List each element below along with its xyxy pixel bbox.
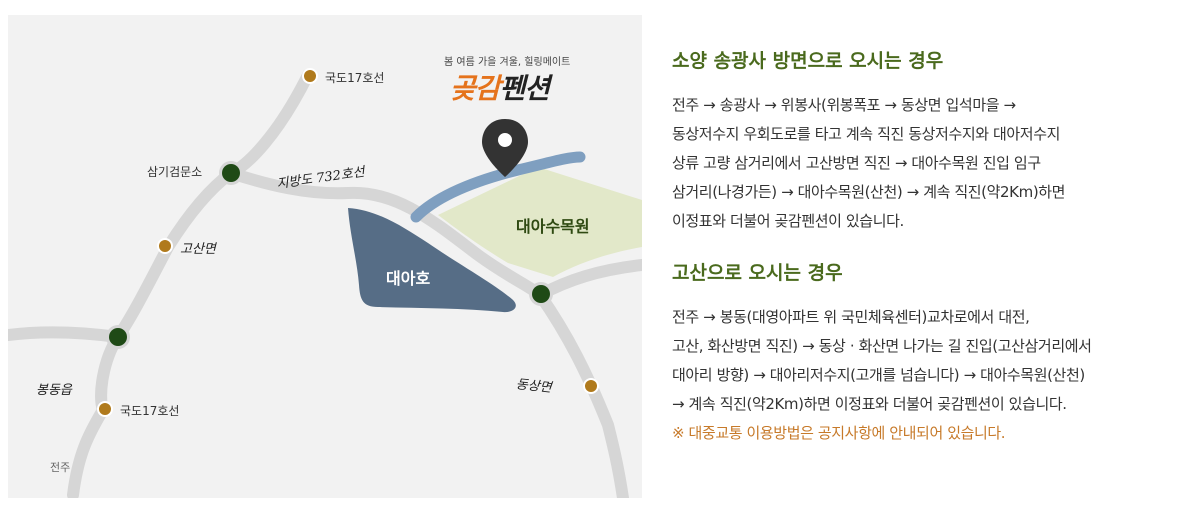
marker-gosan: [157, 238, 173, 254]
label-bongdong: 봉동읍: [36, 383, 72, 398]
section2-line: → 계속 직진(약2Km)하면 이정표와 더불어 곶감펜션이 있습니다.: [672, 395, 1067, 413]
road-westbranch: [8, 326, 124, 343]
road-route17: [67, 69, 314, 498]
brand-name-part2: 펜션: [499, 72, 551, 105]
section1-line: 전주 → 송광사 → 위봉사(위봉폭포 → 동상면 입석마을 →: [672, 96, 1016, 114]
section2-title: 고산으로 오시는 경우: [672, 262, 843, 284]
label-route17-bottom: 국도17호선: [120, 404, 180, 418]
label-jeonju: 전주: [50, 461, 71, 474]
section1-line: 동상저수지 우회도로를 타고 계속 직진 동상저수지와 대아저수지: [672, 125, 1061, 143]
marker-route17-top: [302, 68, 318, 84]
brand-name-part1: 곶감: [450, 72, 501, 105]
section2-line: 대아리 방향) → 대아리저수지(고개를 넘습니다) → 대아수목원(산천): [672, 366, 1085, 384]
arboretum-area: [438, 167, 642, 277]
pension-location-pin: [482, 119, 528, 177]
label-arboretum: 대아수목원: [516, 217, 590, 236]
marker-route17-bottom: [97, 401, 113, 417]
label-daeaho: 대아호: [386, 269, 431, 288]
location-map: 봄 여름 가을 겨울, 힐링메이트 곶감펜션 국도17호선 삼기검문소 지방도 …: [8, 15, 642, 498]
junction-east: [529, 282, 553, 306]
directions-panel: 소양 송광사 방면으로 오시는 경우 전주 → 송광사 → 위봉사(위봉폭포 →…: [672, 46, 1192, 448]
section1-line: 상류 고량 삼거리에서 고산방면 직진 → 대아수목원 진입 임구: [672, 154, 1041, 172]
junction-west: [106, 325, 130, 349]
map-graphic: [8, 68, 642, 498]
junction-samgi: [219, 161, 243, 185]
public-transport-notice: ※ 대중교통 이용방법은 공지사항에 안내되어 있습니다.: [672, 424, 1006, 442]
brand-tagline: 봄 여름 가을 겨울, 힐링메이트: [444, 57, 571, 68]
label-samgi-junction: 삼기검문소: [147, 165, 203, 179]
brand-logo: 곶감펜션: [450, 67, 551, 107]
lake-daeaho: [348, 208, 516, 313]
section1-title: 소양 송광사 방면으로 오시는 경우: [672, 50, 944, 72]
section1-body: 전주 → 송광사 → 위봉사(위봉폭포 → 동상면 입석마을 → 동상저수지 우…: [672, 91, 1192, 236]
marker-dongsang: [583, 378, 599, 394]
river: [410, 151, 586, 223]
label-dongsang: 동상면: [515, 377, 553, 396]
label-route17-top: 국도17호선: [325, 71, 385, 85]
section1-line: 삼거리(나경가든) → 대아수목원(산천) → 계속 직진(약2Km)하면: [672, 183, 1066, 201]
section1-line: 이정표와 더불어 곶감펜션이 있습니다.: [672, 212, 904, 230]
section2-line: 전주 → 봉동(대영아파트 위 국민체육센터)교차로에서 대전,: [672, 308, 1030, 326]
section2-body: 전주 → 봉동(대영아파트 위 국민체육센터)교차로에서 대전, 고산, 화산방…: [672, 303, 1192, 448]
road-local-732: [225, 167, 629, 498]
section2-line: 고산, 화산방면 직진) → 동상 · 화산면 나가는 길 진입(고산삼거리에서: [672, 337, 1092, 355]
label-gosan: 고산면: [180, 242, 216, 257]
